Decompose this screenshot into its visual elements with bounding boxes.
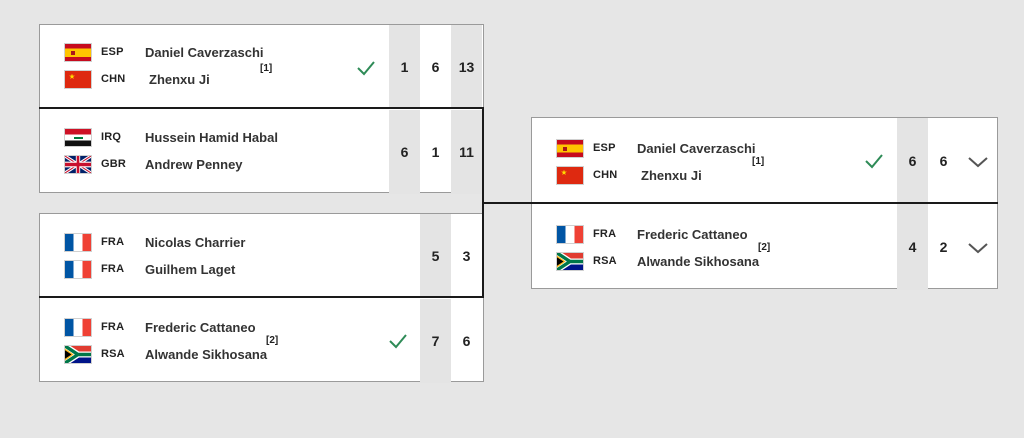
flag-fra-icon — [64, 317, 92, 337]
team-row: ESP Daniel Caverzaschi CHN Zhenxu Ji [1]… — [532, 118, 997, 204]
seed-badge: [2] — [758, 242, 771, 253]
player: FRA Nicolas Charrier — [64, 230, 245, 254]
player-name: Daniel Caverzaschi — [637, 140, 756, 156]
country-code: CHN — [101, 73, 126, 85]
bracket-connector — [39, 107, 484, 109]
player: GBR Andrew Penney — [64, 152, 243, 176]
set-score: 6 — [897, 118, 928, 204]
player-name: Zhenxu Ji — [641, 167, 702, 183]
flag-gbr-icon — [64, 154, 92, 174]
player: IRQ Hussein Hamid Habal — [64, 125, 278, 149]
player-name: Alwande Sikhosana — [637, 253, 760, 269]
player-name: Guilhem Laget — [145, 261, 236, 277]
check-icon — [357, 61, 375, 76]
team-row: FRA Frederic Cattaneo RSA Alwande Sikhos… — [532, 204, 997, 290]
seed-badge: [1] — [752, 156, 765, 167]
player-name: Daniel Caverzaschi — [145, 44, 264, 60]
player-name: Andrew Penney — [145, 156, 243, 172]
set-score: 5 — [420, 214, 451, 298]
country-code: IRQ — [101, 131, 122, 143]
flag-irq-icon — [64, 127, 92, 147]
set-score: 6 — [939, 153, 948, 169]
country-code: FRA — [101, 263, 125, 275]
country-code: GBR — [101, 158, 127, 170]
country-code: FRA — [101, 236, 125, 248]
player: RSA Alwande Sikhosana — [556, 249, 759, 273]
seed-badge: [1] — [260, 63, 273, 74]
set-score: 2 — [939, 239, 948, 255]
set-score: 4 — [897, 204, 928, 290]
flag-rsa-icon — [556, 251, 584, 271]
player-name: Nicolas Charrier — [145, 234, 246, 250]
country-code: RSA — [101, 348, 125, 360]
country-code: ESP — [593, 142, 616, 154]
player-name: Frederic Cattaneo — [145, 319, 256, 335]
set-score: 6 — [389, 110, 420, 194]
flag-fra-icon — [556, 224, 584, 244]
check-icon — [389, 334, 407, 349]
flag-fra-icon — [64, 232, 92, 252]
chevron-down-icon[interactable] — [967, 155, 989, 169]
set-score: 6 — [431, 59, 440, 75]
country-code: ESP — [101, 46, 124, 58]
set-score: 3 — [462, 248, 471, 264]
team-row: FRA Frederic Cattaneo RSA Alwande Sikhos… — [40, 299, 483, 383]
flag-esp-icon — [64, 42, 92, 62]
flag-chn-icon — [556, 165, 584, 185]
player-name: Zhenxu Ji — [149, 71, 210, 87]
player: FRA Frederic Cattaneo — [64, 315, 256, 339]
set-score: 1 — [431, 144, 440, 160]
set-score: 6 — [462, 333, 471, 349]
team-row: ESP Daniel Caverzaschi CHN Zhenxu Ji [1]… — [40, 25, 483, 109]
country-code: RSA — [593, 255, 617, 267]
flag-rsa-icon — [64, 344, 92, 364]
set-score: 1 — [389, 25, 420, 109]
check-icon — [865, 154, 883, 169]
flag-esp-icon — [556, 138, 584, 158]
player: CHN Zhenxu Ji — [64, 67, 210, 91]
country-code: CHN — [593, 169, 618, 181]
country-code: FRA — [101, 321, 125, 333]
seed-badge: [2] — [266, 335, 279, 346]
player: FRA Guilhem Laget — [64, 257, 235, 281]
flag-chn-icon — [64, 69, 92, 89]
player: FRA Frederic Cattaneo — [556, 222, 748, 246]
chevron-down-icon[interactable] — [967, 241, 989, 255]
country-code: FRA — [593, 228, 617, 240]
set-score: 13 — [451, 25, 482, 109]
team-row: FRA Nicolas Charrier FRA Guilhem Laget 5… — [40, 214, 483, 298]
flag-fra-icon — [64, 259, 92, 279]
player: ESP Daniel Caverzaschi — [556, 136, 756, 160]
player-name: Frederic Cattaneo — [637, 226, 748, 242]
set-score: 11 — [451, 110, 482, 194]
player-name: Hussein Hamid Habal — [145, 129, 278, 145]
player: CHN Zhenxu Ji — [556, 163, 702, 187]
player-name: Alwande Sikhosana — [145, 346, 268, 362]
player: RSA Alwande Sikhosana — [64, 342, 267, 366]
bracket-connector — [482, 107, 484, 298]
player: ESP Daniel Caverzaschi — [64, 40, 264, 64]
bracket-connector — [39, 296, 484, 298]
set-score: 7 — [420, 299, 451, 383]
bracket-connector — [484, 202, 998, 204]
team-row: IRQ Hussein Hamid Habal GBR Andrew Penne… — [40, 110, 483, 194]
